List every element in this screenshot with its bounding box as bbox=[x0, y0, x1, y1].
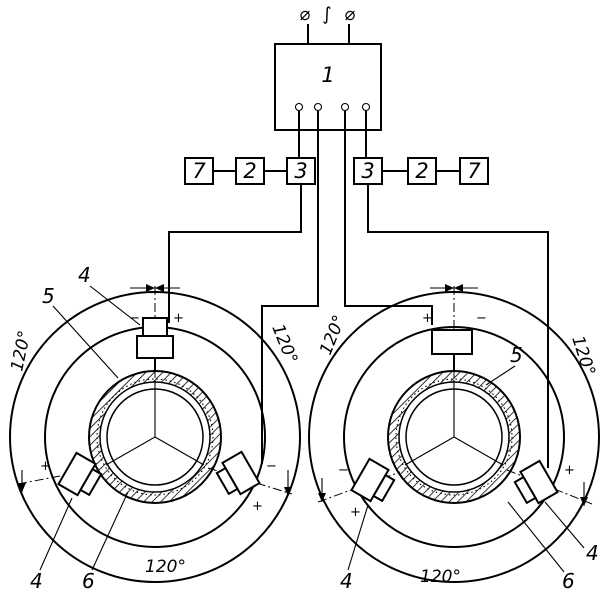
right-angle-bottom: 120° bbox=[420, 567, 461, 587]
left-block-3-label: 3 bbox=[294, 159, 307, 183]
polarity-plus: + bbox=[350, 505, 361, 520]
polarity-plus: + bbox=[173, 311, 184, 326]
left-block-7-label: 7 bbox=[192, 159, 206, 183]
left-sensor-top: + − bbox=[129, 311, 184, 372]
left-label-pipe: 5 bbox=[42, 284, 55, 308]
left-sensor-right bbox=[214, 452, 260, 499]
ac-wave-icon: ∫ bbox=[322, 4, 331, 25]
control-unit-label: 1 bbox=[321, 63, 334, 87]
polarity-plus: + bbox=[252, 499, 263, 514]
left-angle-left: 120° bbox=[7, 329, 35, 373]
right-block-7-label: 7 bbox=[467, 159, 481, 183]
left-chain: 7 2 3 bbox=[185, 158, 315, 184]
right-block-2-label: 2 bbox=[415, 159, 428, 183]
right-block-3-label: 3 bbox=[361, 159, 374, 183]
right-label-left-sensor: 4 bbox=[340, 569, 353, 593]
supply-terminal-right-icon: ⌀ bbox=[345, 4, 356, 25]
right-angle-right: 120° bbox=[567, 333, 599, 378]
polarity-plus: + bbox=[422, 311, 433, 326]
power-supply: ⌀ ∫ ⌀ bbox=[300, 4, 356, 44]
right-label-layer: 6 bbox=[562, 569, 575, 593]
polarity-minus: − bbox=[338, 463, 349, 478]
polarity-plus: + bbox=[564, 463, 575, 478]
left-pipe-assembly: + − + − + 4 5 4 6 120° 120° 120° bbox=[7, 263, 301, 593]
right-label-pipe: 5 bbox=[510, 343, 523, 367]
left-angle-bottom: 120° bbox=[145, 557, 186, 577]
left-label-top-sensor: 4 bbox=[78, 263, 91, 287]
polarity-minus: − bbox=[266, 459, 277, 474]
left-angle-right: 120° bbox=[267, 321, 301, 366]
left-block-2-label: 2 bbox=[243, 159, 256, 183]
right-sensor-right bbox=[512, 461, 558, 508]
polarity-plus: + bbox=[40, 459, 51, 474]
right-chain: 3 2 7 bbox=[354, 158, 488, 184]
right-sensor-left bbox=[351, 459, 397, 506]
right-pipe-assembly: + − − + + 5 4 4 6 120° 120° 120° bbox=[309, 286, 599, 593]
left-label-layer: 6 bbox=[82, 569, 95, 593]
supply-terminal-left-icon: ⌀ bbox=[300, 4, 311, 25]
right-label-right-sensor: 4 bbox=[586, 541, 599, 565]
left-label-bottom-sensor: 4 bbox=[30, 569, 43, 593]
right-angle-left: 120° bbox=[316, 312, 350, 357]
polarity-minus: − bbox=[476, 311, 487, 326]
